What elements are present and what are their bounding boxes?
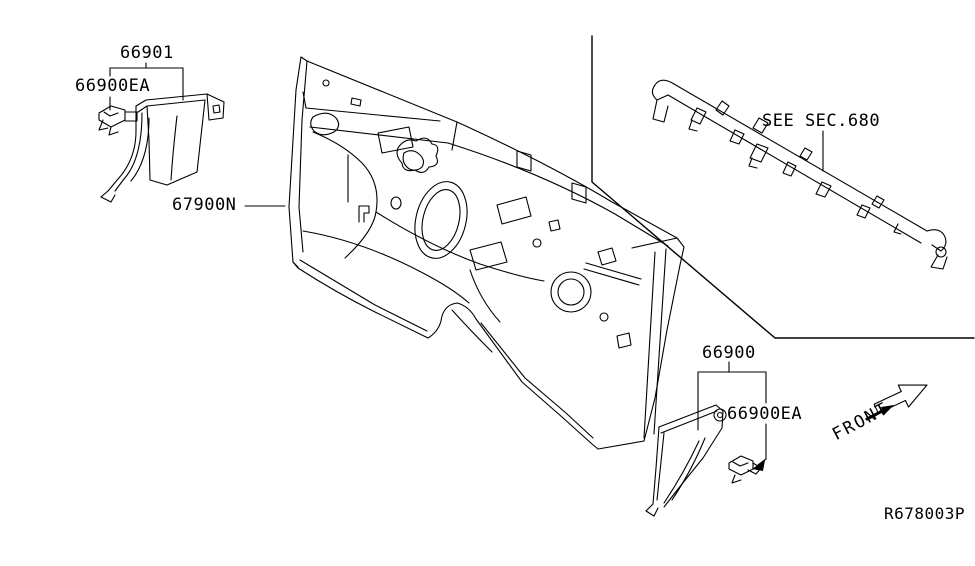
part-label-67900n: 67900N (172, 195, 237, 215)
see-sec-680-label: SEE SEC.680 (762, 111, 881, 131)
insulator-66900-drawing (645, 404, 727, 517)
partition-line (591, 35, 975, 339)
clip-66900ea-top-drawing (98, 105, 138, 136)
reference-code: R678003P (884, 504, 966, 523)
part-label-66900: 66900 (702, 343, 756, 363)
dash-insulator-drawing (288, 56, 685, 450)
part-label-66900ea-bottom: 66900EA (727, 404, 803, 424)
crossmember-drawing (651, 79, 948, 270)
part-label-66900ea-top: 66900EA (75, 76, 151, 96)
insulator-66901-drawing (100, 93, 225, 203)
part-label-66901: 66901 (120, 43, 174, 63)
leader-lines-66900 (697, 361, 767, 471)
front-arrow-icon (865, 384, 928, 421)
leader-lines-66901 (109, 62, 184, 111)
